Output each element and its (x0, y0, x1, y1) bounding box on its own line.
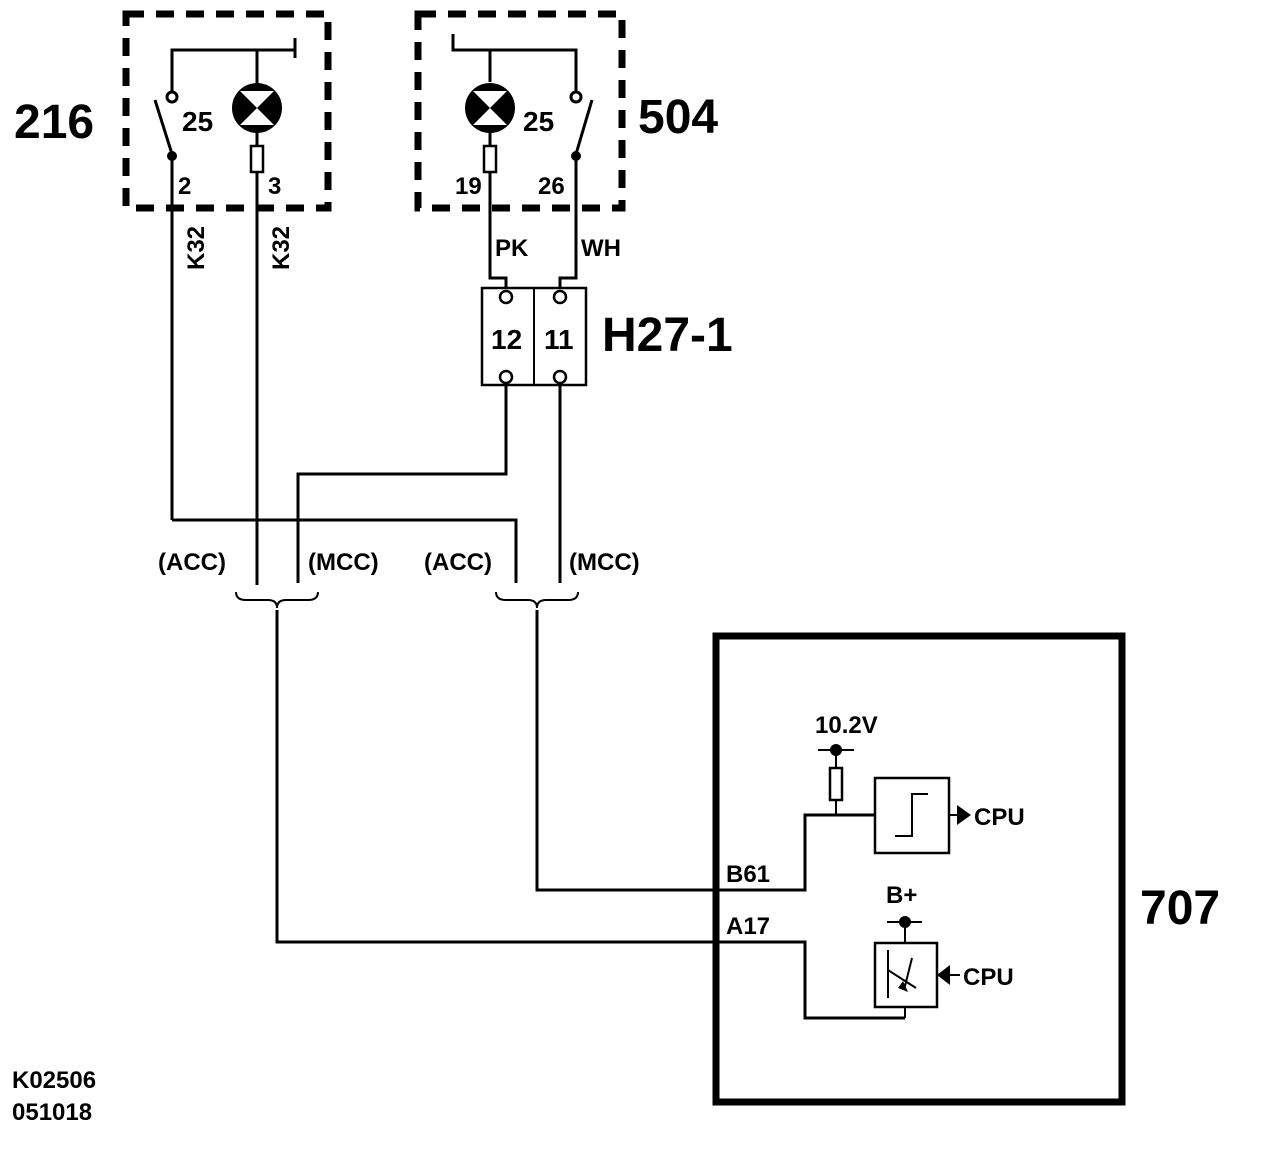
document-id: K02506 (12, 1067, 96, 1094)
terminal-bottom (498, 369, 514, 385)
switch-blade (153, 99, 174, 155)
battery-label: B+ (886, 882, 917, 909)
switch-blade (574, 99, 594, 155)
option-label: (MCC) (308, 549, 379, 576)
pin-label: 2 (178, 173, 191, 200)
pin-label: 19 (455, 173, 482, 200)
component-label-504: 504 (638, 91, 718, 144)
option-label: (ACC) (424, 549, 492, 576)
cpu-label: CPU (963, 964, 1014, 991)
lamp-number: 25 (523, 106, 554, 137)
switch-contact (569, 90, 583, 104)
cavity-number: 11 (544, 324, 574, 355)
wire-wh (558, 156, 578, 291)
module-outline (712, 632, 1126, 1106)
common-feed-wire (451, 34, 578, 92)
wire-pk (488, 172, 508, 291)
driver-switch (873, 941, 939, 1009)
arrow-left-icon (937, 965, 950, 985)
switch-contact (165, 90, 179, 104)
terminal-bottom (552, 369, 568, 385)
resistor-icon (249, 144, 265, 174)
lamp-number: 25 (182, 106, 213, 137)
pullup-resistor-icon (828, 766, 844, 802)
lamp-icon (465, 83, 515, 133)
supply-voltage: 10.2V (815, 712, 878, 739)
lamp-icon (232, 83, 282, 133)
switch-assembly-216: 216 25 2 3 K32 K32 (14, 10, 332, 585)
harness-wires: (ACC) (MCC) (ACC) (MCC) (158, 383, 905, 1020)
module-label: 707 (1140, 882, 1220, 935)
connector-h27-1: 12 11 H27-1 (480, 286, 733, 387)
cavity-number: 12 (491, 324, 522, 355)
option-brace (235, 591, 319, 609)
cpu-label: CPU (974, 804, 1025, 831)
terminal-top (498, 289, 514, 305)
wire-color: PK (495, 235, 529, 262)
pin-label: B61 (726, 861, 770, 888)
pin-label: 3 (268, 173, 281, 200)
dashed-housing (122, 10, 332, 212)
wire-code: K32 (183, 226, 210, 270)
option-label: (ACC) (158, 549, 226, 576)
option-label: (MCC) (569, 549, 640, 576)
terminal-top (552, 289, 568, 305)
wire-a17 (275, 610, 905, 1020)
document-date: 051018 (12, 1099, 92, 1126)
connector-label: H27-1 (602, 309, 733, 362)
component-label-216: 216 (14, 96, 94, 149)
wire-color: WH (581, 235, 621, 262)
module-707: 707 B61 A17 10.2V CPU B+ CPU (712, 632, 1220, 1106)
wire-b61 (535, 610, 875, 892)
pin-label: A17 (726, 913, 770, 940)
wire-mcc-route (296, 383, 508, 583)
option-brace (495, 591, 579, 609)
pin-label: 26 (538, 173, 565, 200)
arrow-right-icon (957, 805, 971, 825)
transistor-symbol-icon (887, 950, 917, 998)
transistor-arrow-icon (898, 981, 908, 992)
dashed-housing (414, 10, 626, 212)
wire-acc-route (172, 518, 518, 583)
schmitt-symbol-icon (895, 793, 928, 837)
wire-code: K32 (268, 226, 295, 270)
resistor-icon (482, 144, 498, 174)
switch-assembly-504: 504 25 19 26 PK WH (414, 10, 718, 291)
common-feed-wire (170, 38, 297, 94)
